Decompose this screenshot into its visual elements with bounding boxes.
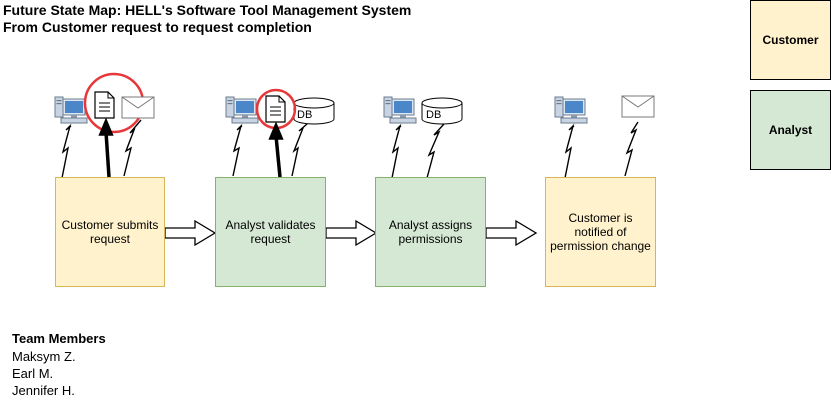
- arrowhead: [98, 117, 114, 136]
- lightning-connector: [624, 121, 639, 177]
- team-members-heading: Team Members: [12, 331, 106, 346]
- process-step-customer-submits: Customer submits request: [55, 177, 165, 287]
- lightning-connector: [232, 123, 243, 177]
- flow-arrow: [325, 220, 377, 246]
- legend-analyst: Analyst: [750, 90, 831, 170]
- database-label: DB: [426, 109, 441, 121]
- database-label: DB: [297, 109, 312, 121]
- team-members-list: Maksym Z. Earl M. Jennifer H.: [12, 348, 76, 399]
- computer-icon: [554, 96, 588, 124]
- envelope-icon: [121, 96, 155, 119]
- diagram-title: Future State Map: HELL's Software Tool M…: [3, 2, 412, 18]
- lightning-connector: [291, 123, 308, 177]
- process-step-analyst-validates: Analyst validates request: [215, 177, 326, 287]
- lightning-connector: [61, 123, 72, 179]
- thick-arrow: [274, 135, 282, 178]
- flow-arrow: [164, 220, 216, 246]
- legend-customer: Customer: [750, 0, 831, 80]
- document-icon: [265, 95, 286, 123]
- computer-icon: [54, 96, 88, 124]
- diagram-subtitle: From Customer request to request complet…: [3, 19, 312, 35]
- computer-icon: [383, 96, 417, 124]
- envelope-icon: [621, 95, 655, 118]
- process-step-analyst-assigns: Analyst assigns permissions: [375, 177, 486, 287]
- process-step-customer-notified: Customer is notified of permission chang…: [545, 177, 656, 287]
- flow-arrow: [485, 220, 537, 246]
- computer-icon: [225, 96, 259, 124]
- lightning-connector: [426, 123, 445, 179]
- thick-arrow: [104, 131, 111, 178]
- team-member: Maksym Z.: [12, 349, 76, 364]
- document-icon: [94, 91, 115, 119]
- lightning-connector: [123, 119, 142, 177]
- team-member: Jennifer H.: [12, 383, 75, 398]
- lightning-connector: [564, 123, 575, 179]
- arrowhead: [268, 121, 284, 140]
- team-member: Earl M.: [12, 366, 54, 381]
- lightning-connector: [391, 123, 402, 179]
